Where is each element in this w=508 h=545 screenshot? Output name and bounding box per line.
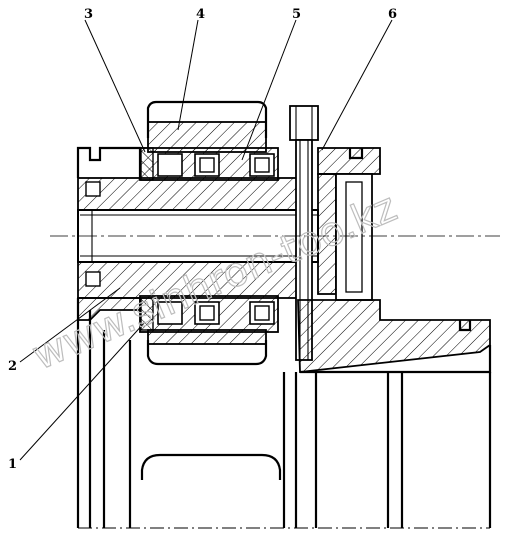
leader-4 bbox=[177, 19, 199, 131]
leader-6 bbox=[321, 19, 393, 151]
leader-lines bbox=[19, 19, 393, 461]
leader-3 bbox=[84, 19, 146, 153]
lower-drum bbox=[76, 298, 492, 529]
callout-5: 5 bbox=[292, 7, 301, 22]
lower-hub bbox=[297, 299, 492, 374]
leader-2 bbox=[19, 287, 121, 363]
left-flange bbox=[77, 297, 141, 321]
callout-1: 1 bbox=[8, 457, 17, 472]
callout-2: 2 bbox=[8, 359, 17, 374]
gear-block-bottom bbox=[146, 329, 268, 366]
callout-4: 4 bbox=[196, 7, 205, 22]
bearing-row-bottom bbox=[139, 295, 279, 333]
callout-6: 6 bbox=[388, 7, 397, 22]
leader-5 bbox=[241, 19, 297, 161]
right-end-cap bbox=[317, 147, 381, 301]
leader-1 bbox=[19, 321, 146, 461]
bearing-row-top bbox=[139, 147, 279, 181]
callout-3: 3 bbox=[84, 7, 93, 22]
